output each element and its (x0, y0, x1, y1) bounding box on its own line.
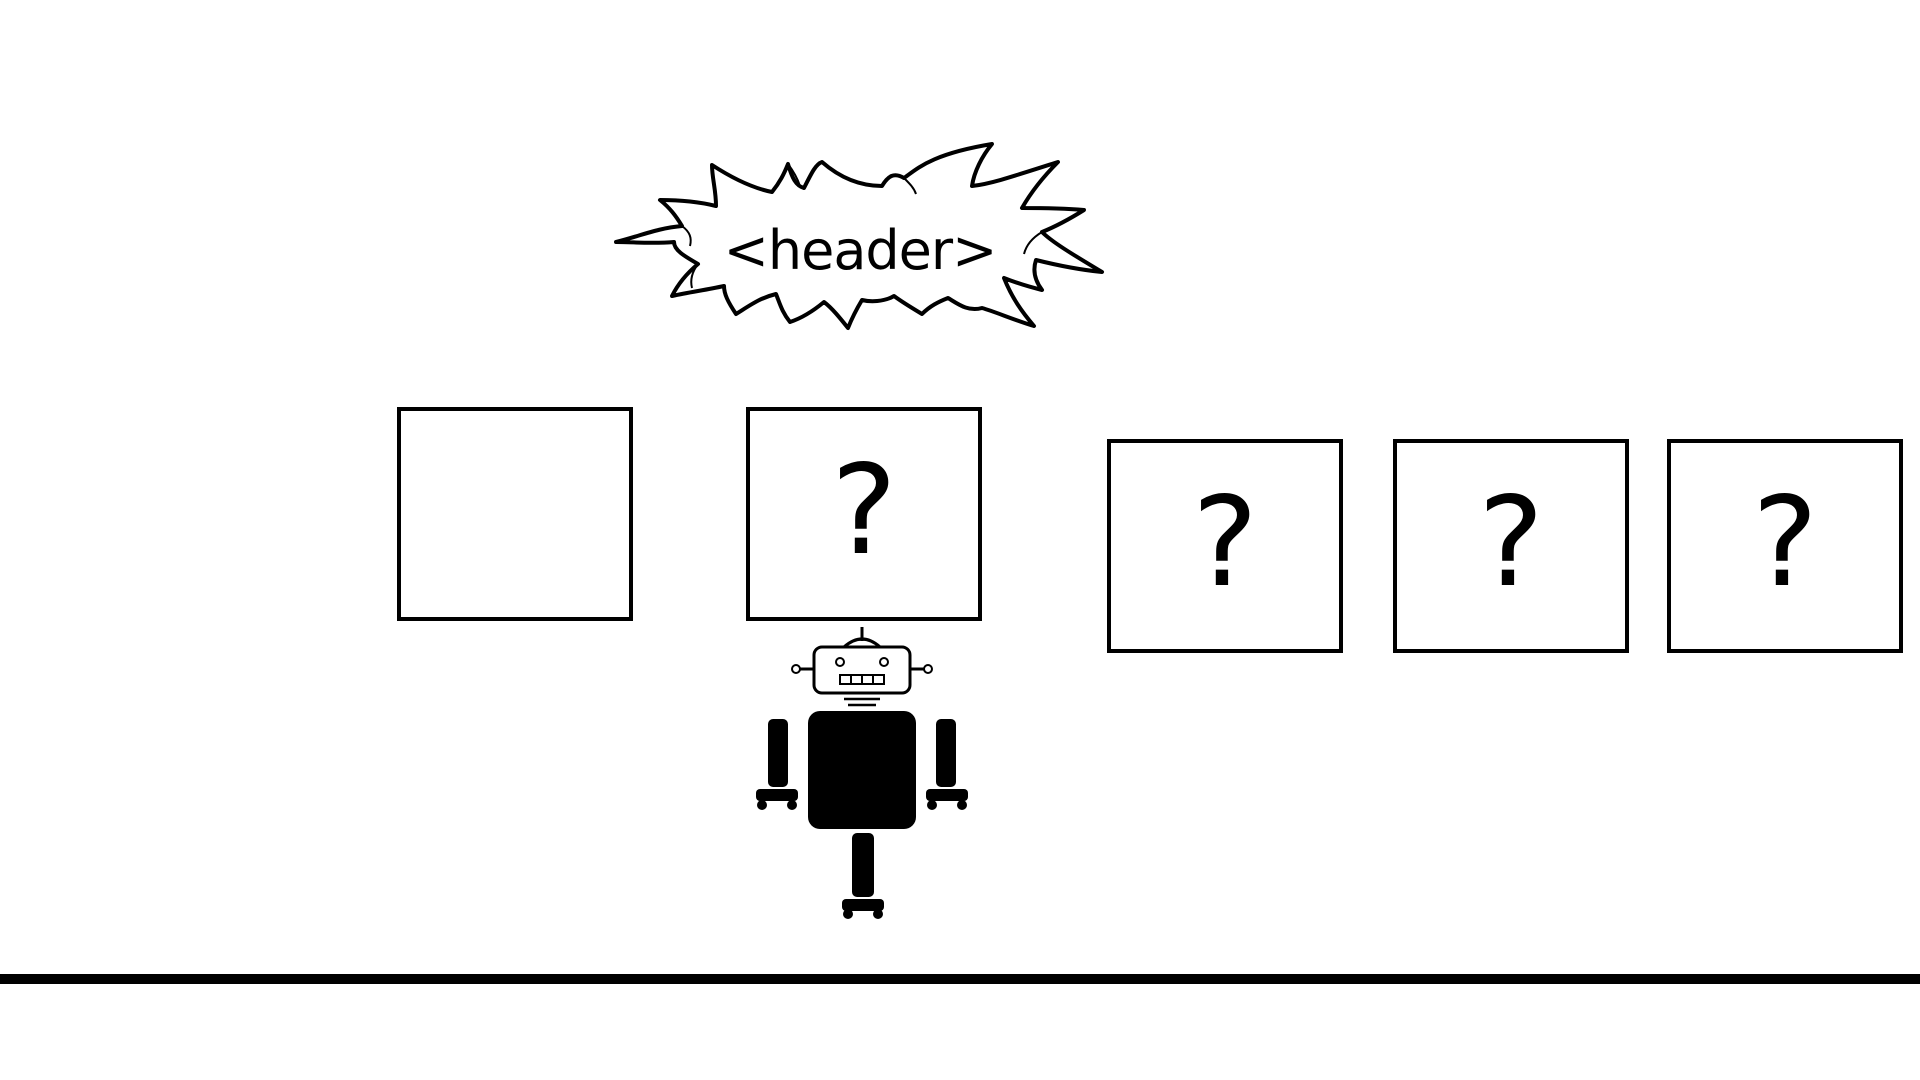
box-question: ? (1667, 439, 1903, 653)
header-bubble-label: <header> (723, 219, 998, 282)
box-2-label: ? (831, 439, 897, 583)
speech-burst-icon (614, 142, 1104, 330)
box-5-label: ? (1752, 471, 1818, 615)
robot-icon (756, 627, 968, 919)
box-question: ? (1393, 439, 1629, 653)
box-3-label: ? (1192, 471, 1258, 615)
box-4-label: ? (1478, 471, 1544, 615)
box-question: ? (1107, 439, 1343, 653)
box-question: ? (746, 407, 982, 621)
box-empty (397, 407, 633, 621)
ground-line (0, 974, 1920, 984)
